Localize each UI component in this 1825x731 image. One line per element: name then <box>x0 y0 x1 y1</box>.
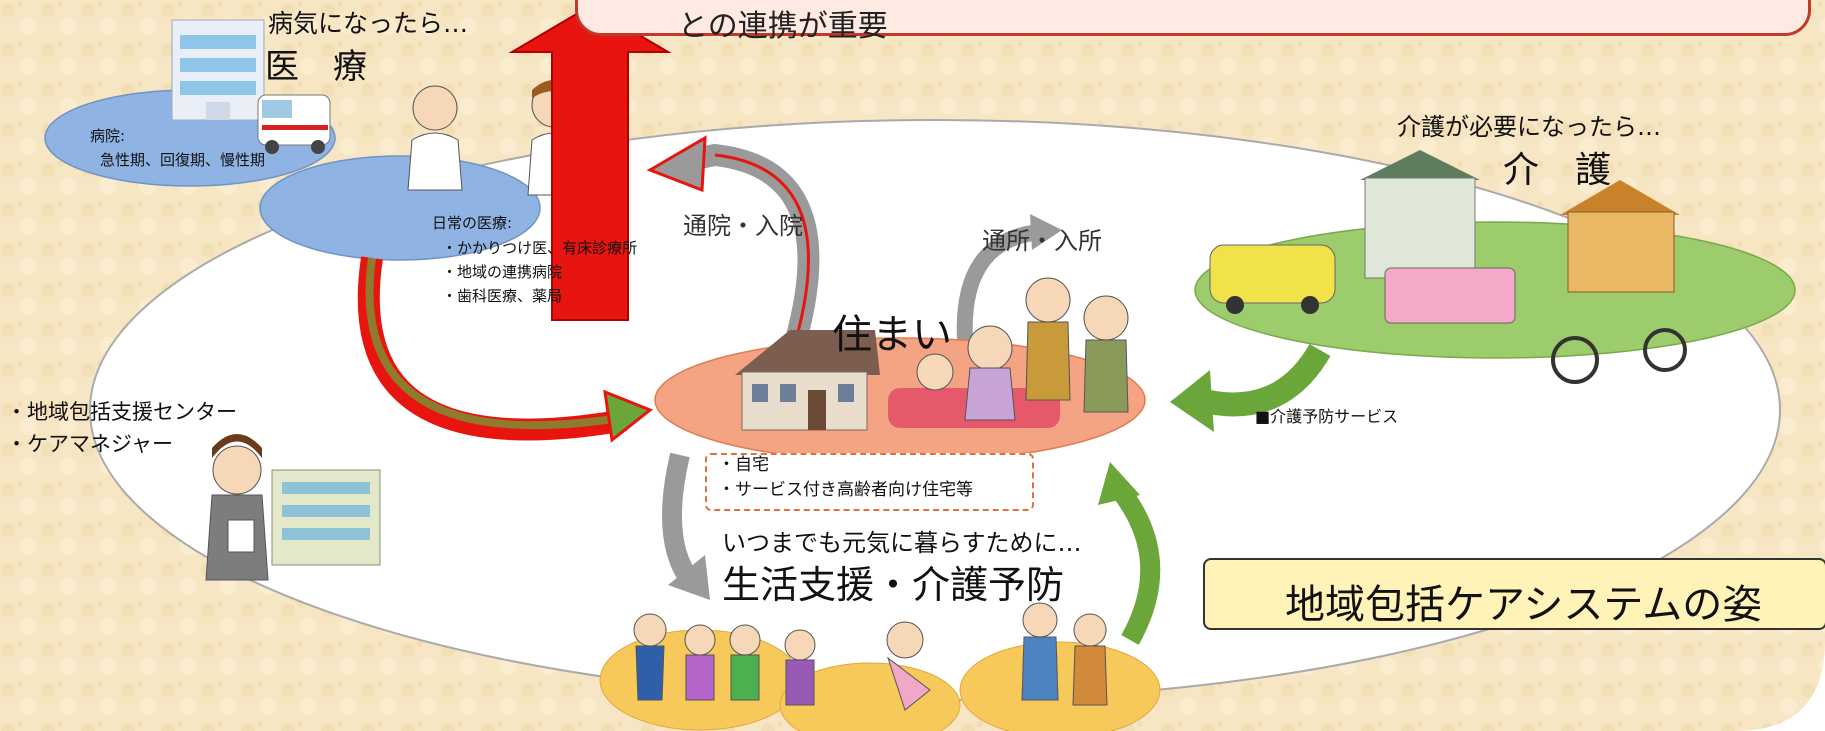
life-title: 生活支援・介護予防 <box>722 563 1065 607</box>
ambulance-icon <box>257 94 331 154</box>
system-title: 地域包括ケアシステムの姿 <box>1285 582 1763 628</box>
home-type-1: ・自宅 <box>718 455 769 475</box>
daily-care-title: 日常の医療: <box>432 214 513 232</box>
seniors-icon <box>633 602 1108 711</box>
top-banner: との連携が重要 <box>575 0 1811 44</box>
hospital-types: 急性期、回復期、慢性期 <box>100 151 266 169</box>
hospital-visit-label: 通院・入院 <box>683 212 803 240</box>
gray-life-arrow <box>662 452 699 586</box>
home-title: 住まい <box>832 312 952 358</box>
medical-title: 医 療 <box>265 47 367 87</box>
daily-care-item-3: ・歯科医療、薬局 <box>442 287 563 305</box>
care-facility-icon <box>1209 150 1687 384</box>
family-icon <box>888 277 1129 428</box>
green-care-arrow <box>1197 343 1331 417</box>
support-item-2: ・ケアマネジャー <box>6 432 173 456</box>
system-title-box: 地域包括ケアシステムの姿 <box>1203 558 1825 630</box>
green-life-arrow <box>1112 483 1161 645</box>
care-subtitle: 介護が必要になったら… <box>1397 113 1661 141</box>
house-icon <box>735 330 880 431</box>
support-item-1: ・地域包括支援センター <box>6 400 237 424</box>
daily-care-item-1: ・かかりつけ医、有床診療所 <box>442 239 638 257</box>
medical-subtitle: 病気になったら… <box>268 9 469 38</box>
clinic-ellipse <box>259 155 541 261</box>
gray-facility-arrow <box>956 224 1042 341</box>
hospital-building-icon <box>171 19 265 121</box>
support-center-building-icon <box>271 469 381 566</box>
home-types-box <box>705 453 1034 511</box>
care-manager-icon <box>205 434 269 581</box>
home-type-2: ・サービス付き高齢者向け住宅等 <box>718 480 973 500</box>
top-banner-text: との連携が重要 <box>678 9 888 44</box>
life-subtitle: いつまでも元気に暮らすために… <box>722 529 1082 557</box>
daily-care-item-2: ・地域の連携病院 <box>442 263 563 281</box>
prevention-service-label: ■介護予防サービス <box>1255 407 1399 426</box>
hospital-label: 病院: <box>90 127 126 145</box>
care-title: 介 護 <box>1503 150 1612 191</box>
facility-visit-label: 通所・入所 <box>982 227 1102 255</box>
